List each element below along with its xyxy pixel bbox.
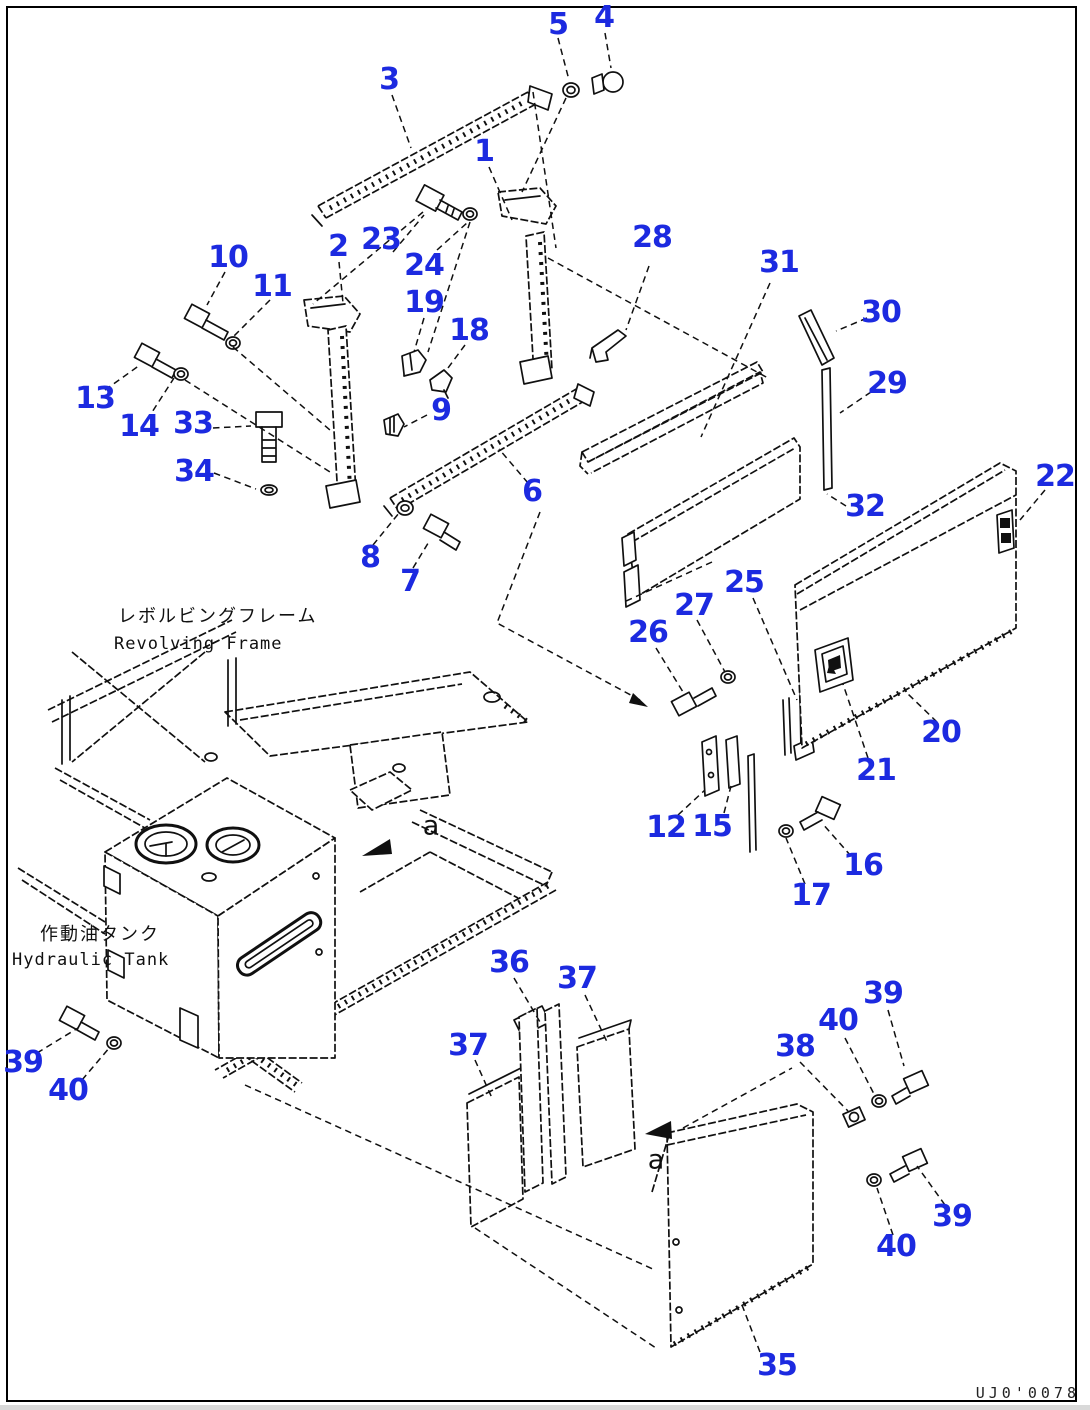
part-callout-35: 35: [757, 1348, 798, 1383]
part-callout-23: 23: [361, 222, 402, 257]
projection-lines: [184, 91, 793, 1349]
section-arrow-small: [629, 693, 648, 707]
revolving-frame-structure: [17, 619, 557, 1093]
hydraulic-tank-label-jp: 作動油タンク: [40, 924, 160, 945]
part-callout-32: 32: [845, 489, 886, 524]
callout-leader-lines: [36, 32, 1046, 1353]
bottom-cover-panel: [651, 1103, 814, 1348]
part-callout-29: 29: [867, 366, 908, 401]
part-callout-37: 37: [557, 961, 598, 996]
page-bottom-strip: [0, 1405, 1090, 1410]
door-panel-assembly: [794, 462, 1017, 749]
drawing-number-watermark: UJ0'0078: [975, 1384, 1080, 1402]
part-callout-24: 24: [404, 248, 445, 283]
part-callout-3: 3: [379, 62, 400, 97]
support-post-part1: [497, 187, 557, 385]
mid-rail-part6: [383, 383, 595, 517]
part-callout-27: 27: [674, 588, 715, 623]
drawing-border: [6, 6, 1077, 1402]
view-marker-a: a: [647, 1144, 665, 1176]
part-callout-30: 30: [861, 295, 902, 330]
part-callout-39: 39: [3, 1045, 44, 1080]
part-callout-37: 37: [448, 1028, 489, 1063]
support-post-part2: [303, 295, 361, 509]
part-callout-20: 20: [921, 715, 962, 750]
part-callout-12: 12: [646, 810, 687, 845]
part-callout-15: 15: [692, 809, 733, 844]
part-callout-14: 14: [119, 409, 160, 444]
part-callout-36: 36: [489, 945, 530, 980]
part-callout-39: 39: [932, 1199, 973, 1234]
view-marker-a: a: [422, 810, 440, 842]
hydraulic-tank-label-en: Hydraulic Tank: [12, 950, 170, 970]
part-callout-13: 13: [75, 381, 116, 416]
part-callout-19: 19: [404, 285, 445, 320]
part-callout-21: 21: [856, 753, 897, 788]
part-callout-7: 7: [400, 564, 421, 599]
part-callout-28: 28: [632, 220, 673, 255]
part-callout-8: 8: [360, 540, 381, 575]
part-callout-1: 1: [474, 134, 495, 169]
part-callout-18: 18: [449, 313, 490, 348]
bottom-fasteners: [58, 1005, 930, 1187]
part-callout-9: 9: [431, 393, 452, 428]
part-callout-34: 34: [174, 454, 215, 489]
part-callout-11: 11: [252, 269, 293, 304]
view-a-arrow-lower: [645, 1121, 672, 1139]
fasteners-upper: [133, 71, 627, 551]
revolving-frame-label-jp: レボルビングフレーム: [118, 606, 318, 627]
part-callout-26: 26: [628, 615, 669, 650]
part-callout-40: 40: [876, 1229, 917, 1264]
part-callout-39: 39: [863, 976, 904, 1011]
part-callout-16: 16: [843, 848, 884, 883]
side-panels-and-seals: [579, 309, 842, 853]
part-callout-38: 38: [775, 1029, 816, 1064]
part-callout-31: 31: [759, 245, 800, 280]
part-callout-40: 40: [48, 1073, 89, 1108]
part-callout-22: 22: [1035, 459, 1076, 494]
part-callout-33: 33: [173, 406, 214, 441]
part-callout-40: 40: [818, 1003, 859, 1038]
part-callout-10: 10: [208, 240, 249, 275]
sponge-pads: [466, 1003, 636, 1228]
part-callout-2: 2: [328, 229, 349, 264]
top-rail-part3: [311, 85, 553, 227]
part-callout-5: 5: [548, 7, 569, 42]
part-callout-25: 25: [724, 565, 765, 600]
part-callout-17: 17: [791, 878, 832, 913]
hydraulic-tank: [103, 777, 336, 1059]
view-a-arrow-upper: [362, 839, 392, 856]
part-callout-4: 4: [594, 0, 615, 35]
revolving-frame-label-en: Revolving Frame: [114, 634, 283, 654]
part-callout-6: 6: [522, 474, 543, 509]
